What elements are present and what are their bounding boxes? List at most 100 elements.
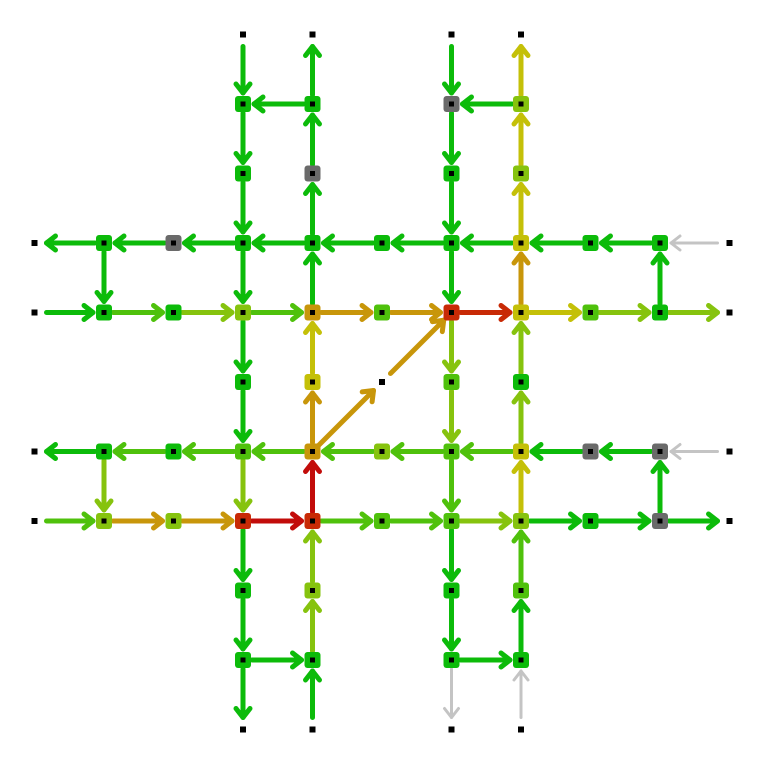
node-center-dot: [240, 171, 246, 176]
arrow-head: [303, 460, 322, 474]
arrow-head: [233, 637, 253, 652]
arrow-head: [112, 442, 127, 461]
node-center-dot: [657, 310, 663, 315]
arrow-head: [706, 303, 720, 322]
link-light_green: [442, 458, 461, 513]
arrow-head: [599, 442, 613, 461]
node-center-dot: [171, 518, 176, 524]
node-center-dot: [518, 449, 524, 454]
node: [235, 304, 251, 321]
link-light_gray: [512, 669, 530, 719]
link-light_green: [182, 442, 237, 461]
arrow-head: [233, 290, 253, 304]
arrow-head: [511, 251, 531, 266]
arrow-head: [669, 443, 682, 460]
link-light_green: [460, 442, 515, 461]
node-center-dot: [449, 518, 454, 524]
node: [304, 652, 321, 668]
terminal-dot: [726, 240, 733, 246]
node: [652, 443, 668, 460]
link-dark_red: [249, 511, 304, 531]
node: [443, 582, 460, 599]
node: [165, 304, 182, 321]
arrow-head: [359, 511, 374, 531]
arrow-head: [511, 112, 531, 127]
node-center-dot: [518, 240, 524, 246]
node-center-dot: [171, 449, 176, 454]
link-green: [44, 442, 98, 461]
node-center-dot: [240, 101, 246, 107]
node-center-dot: [379, 449, 385, 454]
link-light_green: [110, 303, 165, 322]
link-light_gray: [443, 667, 460, 719]
node-center-dot: [518, 518, 524, 524]
arrow-head: [233, 151, 253, 165]
link-yellow_green: [597, 303, 652, 322]
node-center-dot: [171, 240, 176, 246]
node: [443, 304, 460, 321]
arrow-head: [233, 498, 253, 513]
link-green: [597, 511, 652, 531]
node: [374, 304, 390, 321]
link-light_green: [321, 442, 376, 461]
node-center-dot: [310, 171, 315, 176]
arrow-head: [637, 303, 652, 322]
link-yellow_green: [442, 319, 461, 374]
arrow-head: [303, 599, 322, 613]
node-center-dot: [518, 171, 524, 176]
node: [96, 304, 112, 321]
link-yellow_green: [303, 599, 322, 654]
node: [304, 582, 321, 599]
node: [304, 165, 321, 182]
link-light_green: [511, 529, 531, 584]
arrow-head: [429, 511, 443, 531]
node-center-dot: [310, 240, 315, 246]
link-green: [529, 233, 584, 253]
terminal-dot: [448, 31, 455, 38]
node: [304, 513, 321, 529]
node-center-dot: [240, 379, 246, 385]
node: [652, 235, 668, 251]
link-green: [442, 44, 461, 96]
node: [443, 374, 460, 390]
link-green: [303, 182, 322, 237]
link-orange: [388, 303, 443, 322]
link-green: [442, 527, 461, 582]
arrow-head: [442, 637, 461, 652]
link-green: [233, 388, 253, 443]
node-center-dot: [518, 379, 524, 385]
arrow-head: [390, 442, 405, 461]
link-light_green: [249, 303, 304, 322]
terminal-dot: [309, 31, 316, 38]
arrow-head: [460, 442, 474, 461]
node-center-dot: [240, 588, 246, 593]
arrow-head: [442, 568, 461, 582]
arrow-head: [359, 303, 374, 322]
node-center-dot: [518, 588, 524, 593]
node-center-dot: [240, 657, 246, 663]
arrow-head: [460, 94, 474, 114]
arrow-head: [359, 387, 377, 405]
link-green: [599, 233, 654, 253]
terminal-dot: [31, 309, 38, 316]
arrow-head: [303, 529, 322, 544]
node: [96, 235, 112, 251]
node-center-dot: [310, 310, 315, 315]
link-yellow_green: [458, 511, 513, 531]
arrow-head: [429, 303, 443, 322]
arrow-head: [511, 182, 531, 196]
link-light_green: [112, 442, 167, 461]
node-center-dot: [518, 310, 524, 315]
arrow-head: [529, 442, 544, 461]
arrow-head: [303, 321, 322, 335]
arrow-head: [650, 251, 670, 266]
terminal-dot: [518, 31, 524, 38]
link-green: [460, 94, 515, 114]
link-yellow_green: [233, 458, 253, 513]
arrow-head: [44, 233, 58, 253]
node: [165, 235, 182, 251]
node: [443, 443, 460, 460]
arrow-head: [512, 669, 530, 682]
link-yellow_green: [511, 321, 531, 376]
terminals-layer: [31, 31, 733, 733]
